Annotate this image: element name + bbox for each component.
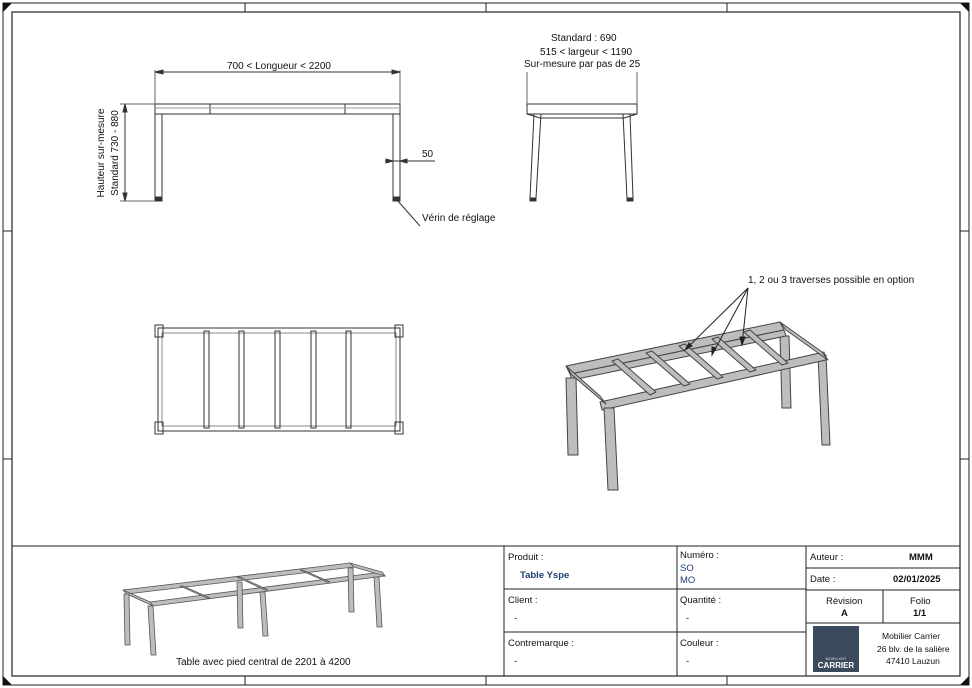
company-address-2: 47410 Lauzun xyxy=(886,656,940,666)
width-standard-label: Standard : 690 xyxy=(551,33,617,44)
auteur-value: MMM xyxy=(909,552,933,563)
folio-label: Folio xyxy=(910,596,931,607)
produit-label: Produit : xyxy=(508,552,544,563)
contremarque-value: - xyxy=(514,656,518,667)
top-view xyxy=(154,324,404,435)
company-name: Mobilier Carrier xyxy=(882,631,941,641)
numero-mo: MO xyxy=(680,575,696,586)
foot-callout-label: Vérin de réglage xyxy=(422,213,496,224)
height-dimension-label-1: Hauteur sur-mesure xyxy=(96,108,107,198)
frame-ticks xyxy=(3,3,969,685)
date-value: 02/01/2025 xyxy=(893,574,941,585)
iso-arrows xyxy=(683,287,749,357)
client-label: Client : xyxy=(508,595,538,606)
produit-value: Table Yspe xyxy=(520,570,570,581)
company-logo: MOBILIER CARRIER xyxy=(813,626,859,672)
thumbnail-caption: Table avec pied central de 2201 à 4200 xyxy=(176,657,351,668)
iso-view xyxy=(565,321,831,491)
date-label: Date : xyxy=(810,574,836,585)
long-table-thumbnail xyxy=(122,562,387,656)
length-dimension-label: 700 < Longueur < 2200 xyxy=(227,61,331,72)
title-block-lines xyxy=(11,545,961,677)
side-view xyxy=(526,72,638,202)
quantite-value: - xyxy=(686,613,690,624)
width-range-label: 515 < largeur < 1190 xyxy=(540,47,633,58)
revision-value: A xyxy=(841,608,848,619)
numero-so: SO xyxy=(680,563,694,574)
numero-label: Numéro : xyxy=(680,550,720,561)
company-address-1: 26 blv. de la salière xyxy=(877,644,950,654)
contremarque-label: Contremarque : xyxy=(508,638,575,649)
revision-label: Révision xyxy=(826,596,863,607)
logo-small-text: MOBILIER xyxy=(825,657,847,661)
foot-dimension-label: 50 xyxy=(422,149,434,160)
client-value: - xyxy=(514,613,518,624)
logo-big-text: CARRIER xyxy=(817,661,855,670)
front-view xyxy=(120,69,435,227)
width-custom-label: Sur-mesure par pas de 25 xyxy=(524,59,641,70)
traverse-option-note: 1, 2 ou 3 traverses possible en option xyxy=(748,275,915,286)
folio-value: 1/1 xyxy=(913,608,927,619)
auteur-label: Auteur : xyxy=(810,552,844,563)
height-dimension-label-2: Standard 730 - 880 xyxy=(110,110,121,196)
couleur-label: Couleur : xyxy=(680,638,719,649)
couleur-value: - xyxy=(686,656,690,667)
quantite-label: Quantité : xyxy=(680,595,722,606)
